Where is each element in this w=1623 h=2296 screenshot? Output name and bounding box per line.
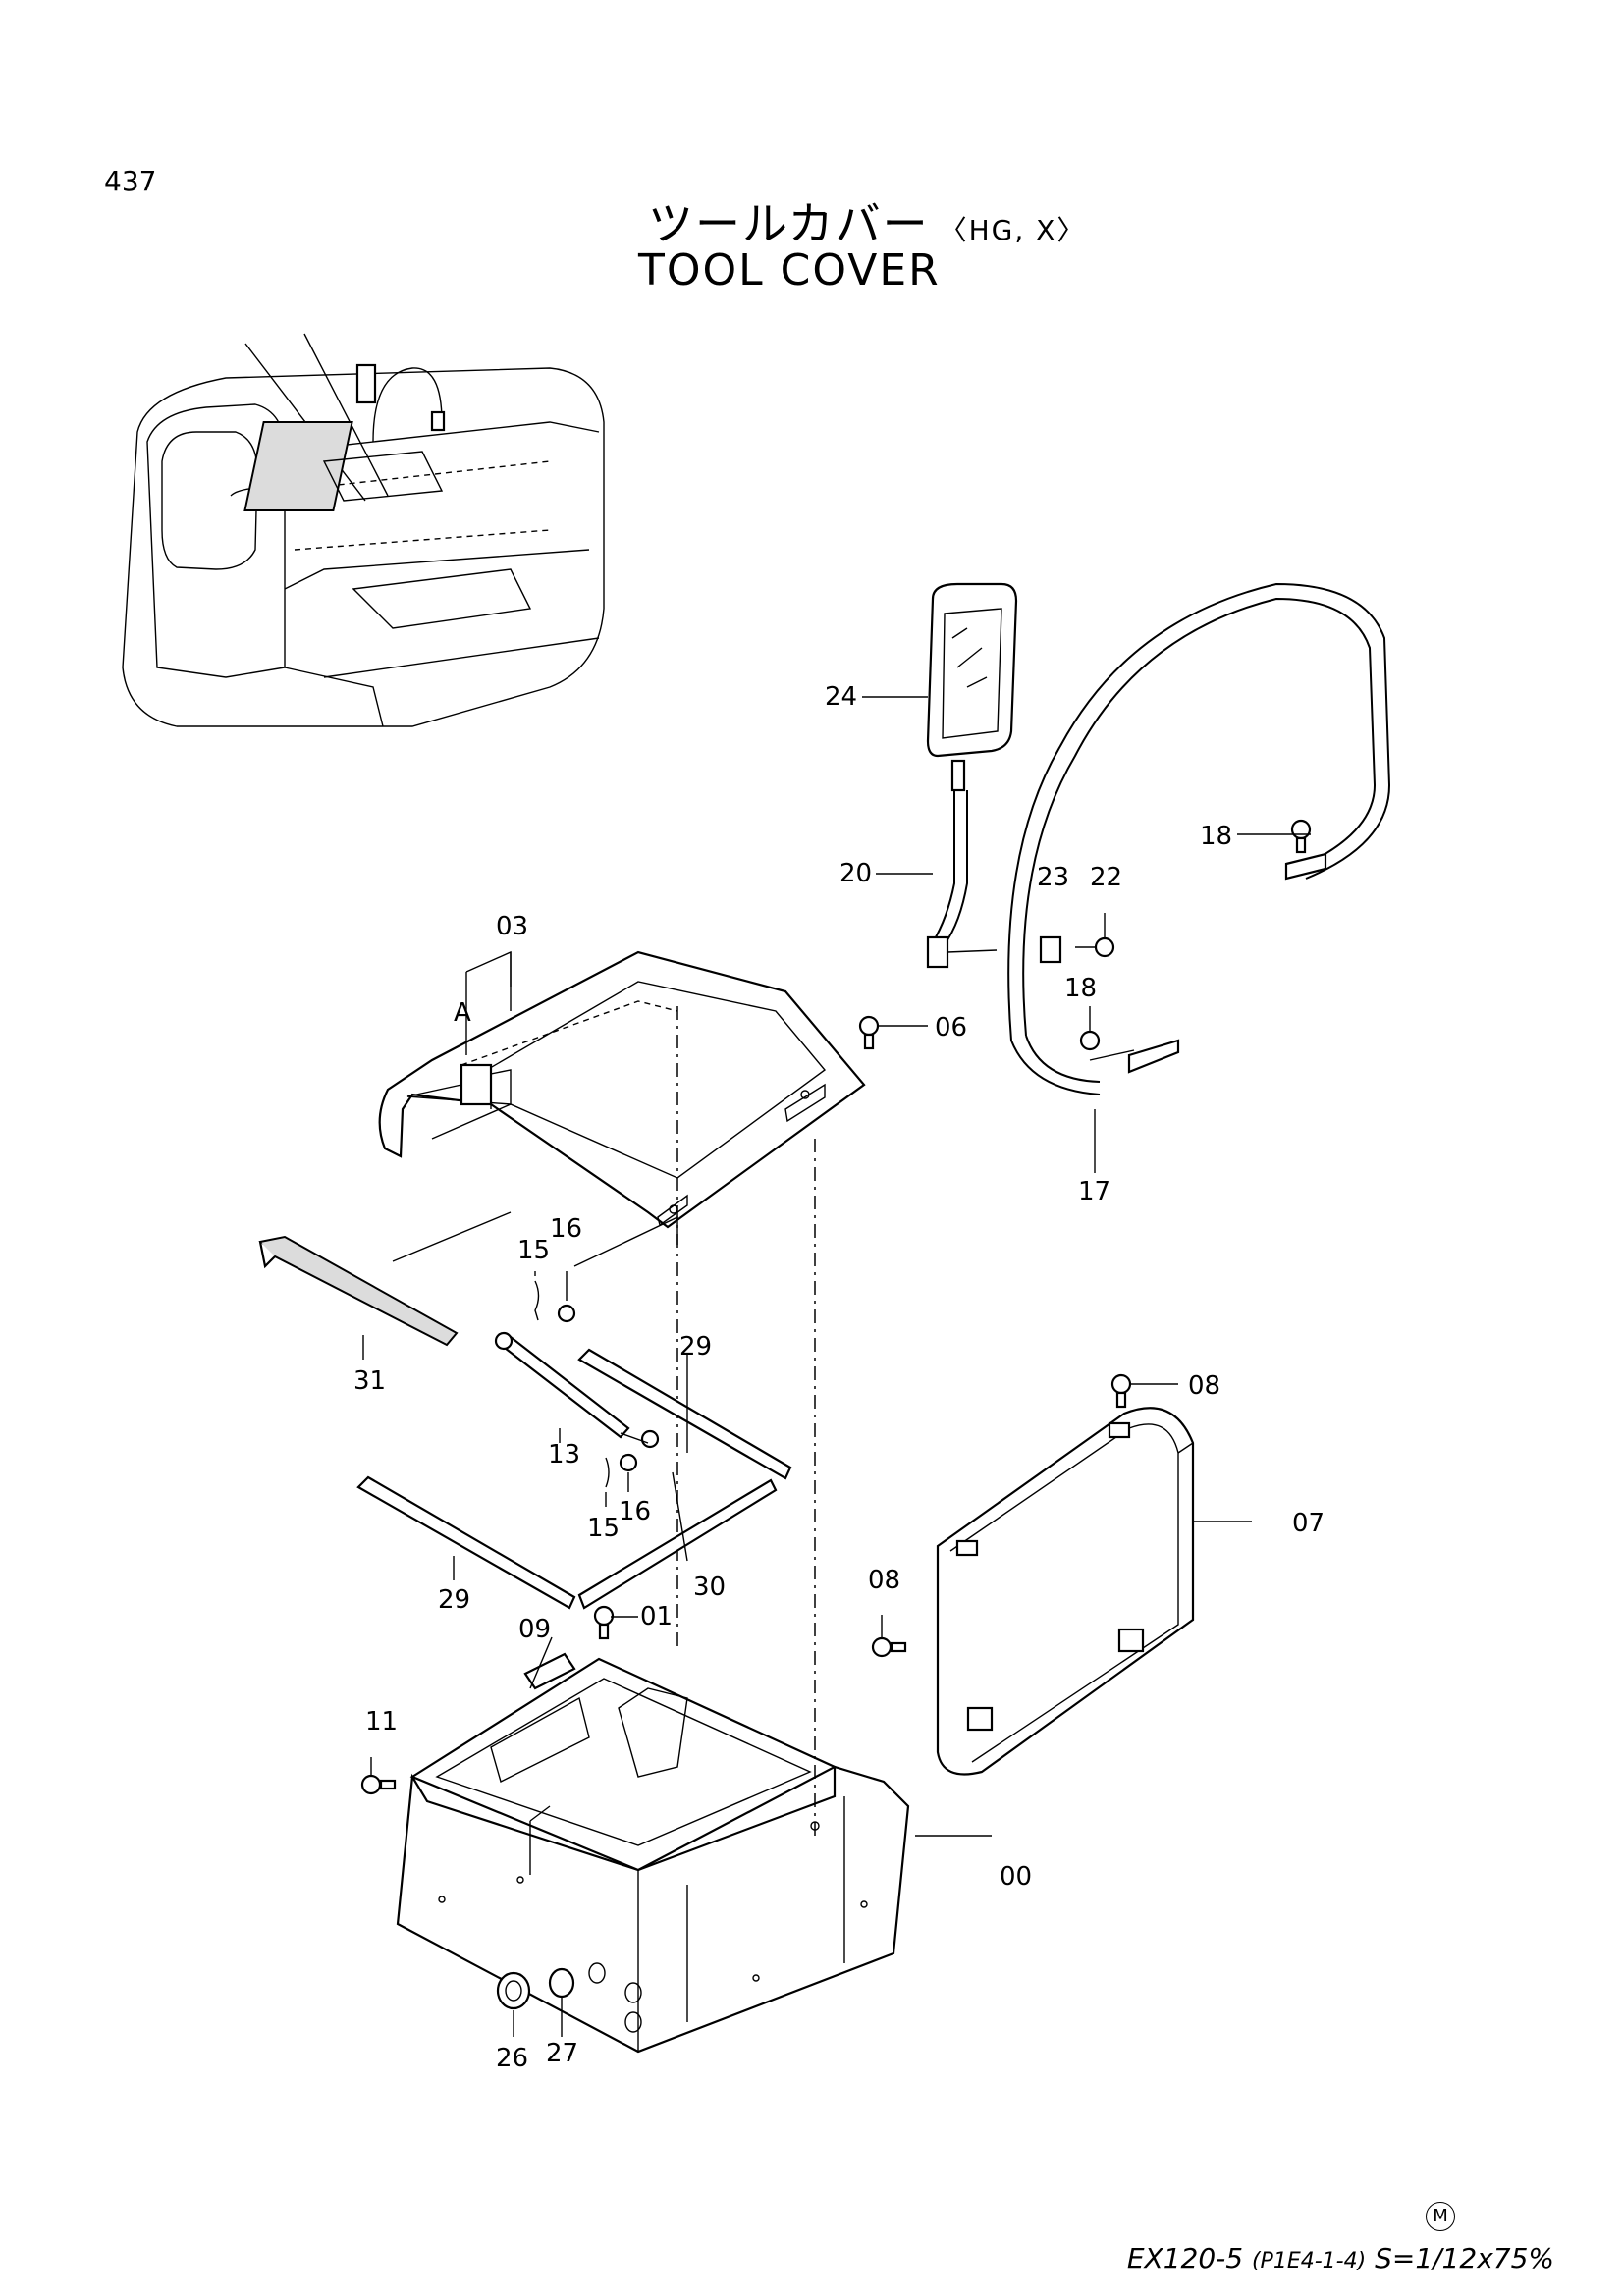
callout-13: 13 (548, 1440, 580, 1469)
m-mark-symbol: M (1426, 2202, 1455, 2231)
mirror-stay-20 (926, 790, 1115, 969)
callout-15-upper: 15 (517, 1236, 550, 1265)
callout-27: 27 (546, 2039, 578, 2068)
leader-lines (362, 696, 1311, 2037)
gas-spring-13 (494, 1331, 660, 1449)
side-door-07 (936, 1407, 1195, 1776)
machine-overview-sketch (122, 333, 605, 727)
seal-strips (258, 1235, 792, 1610)
title-variant: 〈HG, X〉 (939, 214, 1087, 246)
callout-23: 23 (1037, 863, 1069, 892)
callout-09: 09 (518, 1615, 551, 1644)
tool-box-00 (396, 1139, 910, 2054)
footer-code: (P1E4-1-4) (1251, 2249, 1367, 2273)
callout-18-lower: 18 (1064, 974, 1097, 1003)
handrail-17 (1007, 582, 1391, 1095)
callout-31: 31 (353, 1366, 386, 1396)
callout-detail-a: A (454, 998, 471, 1028)
callout-08-lower: 08 (868, 1566, 900, 1595)
callout-30: 30 (693, 1573, 726, 1602)
callout-18-upper: 18 (1200, 822, 1232, 851)
title-english: TOOL COVER (638, 245, 941, 295)
callout-22: 22 (1090, 863, 1122, 892)
cover-frame-03 (378, 950, 866, 1649)
callout-29-right: 29 (679, 1332, 712, 1362)
callout-08-upper: 08 (1188, 1371, 1220, 1401)
title-japanese: ツールカバー〈HG, X〉 (648, 188, 1086, 253)
callout-16-upper: 16 (550, 1214, 582, 1244)
callout-06: 06 (935, 1013, 967, 1042)
callout-11: 11 (365, 1707, 398, 1736)
footer-model: EX120-5 (1126, 2242, 1244, 2274)
callout-20: 20 (839, 859, 872, 888)
footer-model-info: EX120-5 (P1E4-1-4) S=1/12x75% (1127, 2242, 1554, 2274)
title-japanese-text: ツールカバー (648, 197, 930, 250)
callout-00: 00 (1000, 1862, 1032, 1892)
callout-29-left: 29 (438, 1585, 470, 1615)
callout-16-lower: 16 (619, 1497, 651, 1526)
callout-26: 26 (496, 2044, 528, 2073)
callout-07: 07 (1292, 1509, 1325, 1538)
footer-scale: S=1/12x75% (1375, 2242, 1554, 2274)
fasteners (360, 819, 1312, 2010)
callout-03: 03 (496, 912, 528, 941)
callout-17: 17 (1078, 1177, 1110, 1206)
callout-24: 24 (825, 682, 857, 712)
page-number: 437 (104, 165, 157, 197)
callout-01: 01 (640, 1602, 673, 1631)
mirror-24 (926, 582, 1018, 792)
callout-15-lower: 15 (587, 1514, 620, 1543)
